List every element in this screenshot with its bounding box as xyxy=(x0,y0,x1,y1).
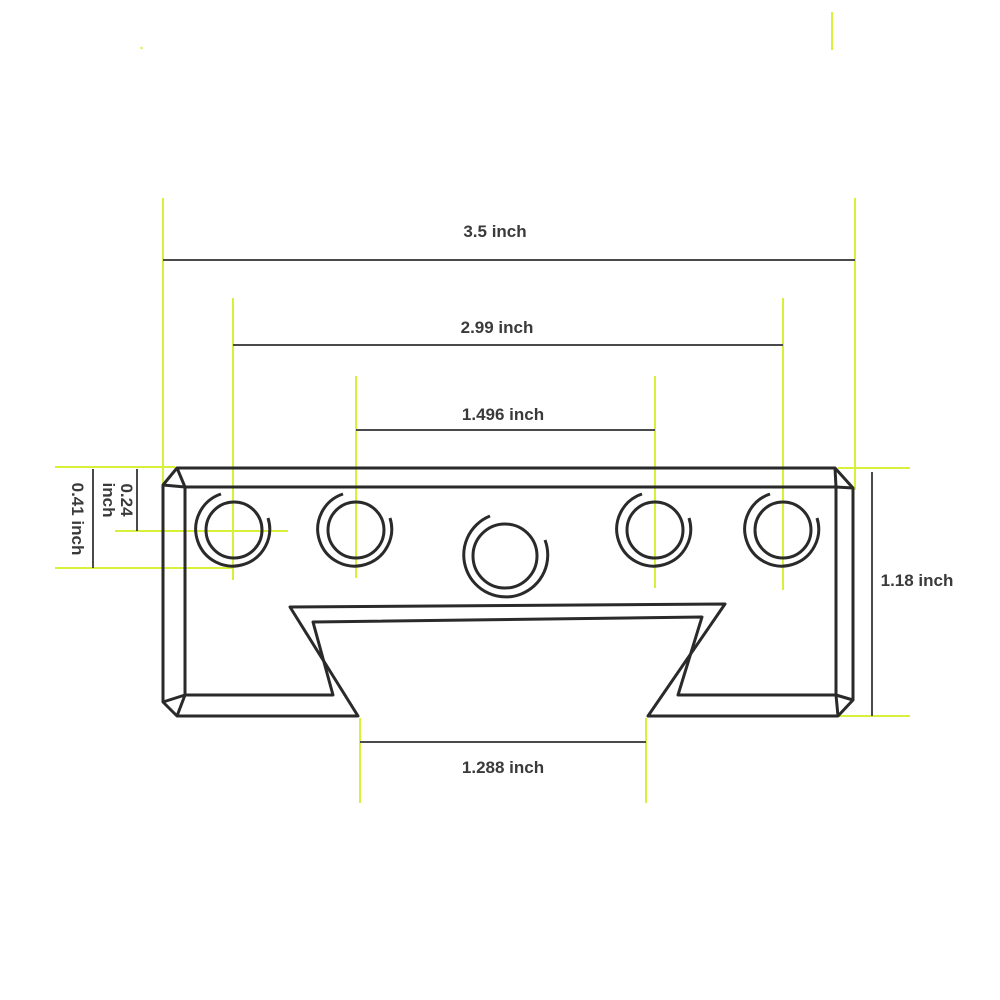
chamfer-line xyxy=(835,485,854,490)
hole-4 xyxy=(615,492,693,568)
hole-center xyxy=(462,514,550,599)
chamfer-line xyxy=(833,467,838,488)
plate-outer-outline xyxy=(161,466,855,718)
dimension-labels: 3.5 inch 2.99 inch 1.496 inch 1.288 inch… xyxy=(68,222,953,777)
stray-mark xyxy=(140,46,143,50)
chamfer-line xyxy=(835,693,854,702)
label-height: 1.18 inch xyxy=(881,571,954,590)
chamfer-line xyxy=(175,467,187,488)
label-hole-offset-value: 0.24 xyxy=(117,483,136,517)
label-hole-offset-unit: inch xyxy=(99,483,118,518)
label-notch-width: 1.288 inch xyxy=(462,758,544,777)
dimension-lines xyxy=(92,259,873,743)
hole-5 xyxy=(743,492,821,568)
plate-inner-outline xyxy=(183,485,838,697)
hole-2 xyxy=(316,492,394,568)
label-overall-width: 3.5 inch xyxy=(463,222,526,241)
chamfer-line xyxy=(175,694,187,717)
chamfer-line xyxy=(162,693,186,704)
mounting-holes xyxy=(194,492,821,599)
label-inner-spacing: 1.496 inch xyxy=(462,405,544,424)
chamfer-line xyxy=(834,694,840,717)
bracket-plate xyxy=(161,466,855,718)
label-hole-edge: 0.41 inch xyxy=(68,483,87,556)
chamfer-line xyxy=(162,483,186,489)
hole-1 xyxy=(194,492,272,568)
label-outer-spacing: 2.99 inch xyxy=(461,318,534,337)
